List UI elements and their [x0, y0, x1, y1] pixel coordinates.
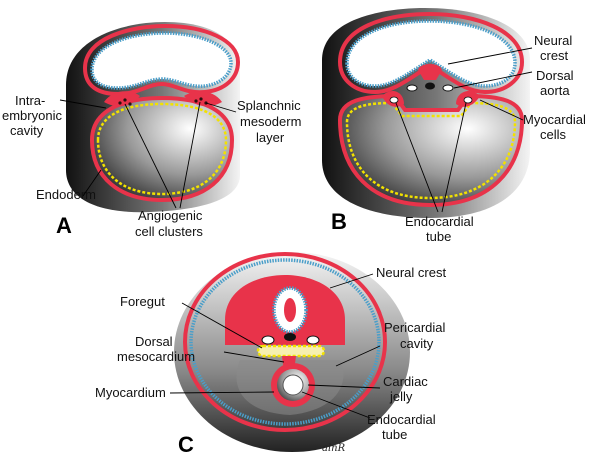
label-b-neural-crest-1: Neural — [534, 33, 572, 48]
panel-b-cavity — [340, 96, 522, 205]
label-endoderm: Endoderm — [36, 187, 96, 202]
panel-b-dorsal-aorta-right — [442, 84, 454, 92]
panel-b-mesoderm-arch — [337, 11, 525, 95]
panel-b-letter: B — [331, 209, 347, 234]
label-c-dorsal-meso-1: Dorsal — [135, 334, 173, 349]
panel-b-endocardial-tube-right — [463, 96, 473, 104]
label-splanchnic-mesoderm-3: layer — [256, 130, 285, 145]
panel-a-ectoderm-arch — [90, 31, 233, 90]
panel-b-neural-groove — [418, 64, 442, 80]
label-c-myocardium: Myocardium — [95, 385, 166, 400]
label-b-myocardial-2: cells — [540, 127, 567, 142]
label-b-endocardial-2: tube — [426, 229, 451, 244]
label-c-cardiac-jelly-2: jelly — [389, 389, 413, 404]
panel-a-endoderm-layer — [96, 102, 228, 196]
label-b-dorsal-aorta-2: aorta — [540, 83, 570, 98]
label-c-endocardial-1: Endocardial — [367, 412, 436, 427]
label-b-endocardial-1: Endocardial — [405, 214, 474, 229]
panel-c-neural-lumen — [284, 298, 296, 322]
panel-b-notochord — [425, 82, 435, 90]
panel-b-endoderm-wall — [345, 101, 517, 200]
label-b-myocardial-1: Myocardial — [523, 112, 586, 127]
label-c-endocardial-2: tube — [382, 427, 407, 442]
artist-signature: alnR — [322, 443, 346, 454]
panel-c-endocardial-tube — [282, 374, 304, 396]
panel-b — [322, 8, 530, 218]
panel-a-angiogenic-clusters — [118, 97, 208, 106]
panel-c-letter: C — [178, 432, 194, 457]
label-c-cardiac-jelly-1: Cardiac — [383, 374, 428, 389]
panel-a-letter: A — [56, 213, 72, 238]
labels: Intra- embryonic cavity Splanchnic mesod… — [2, 33, 586, 457]
panel-b-ectoderm-arch — [345, 19, 517, 88]
label-c-foregut: Foregut — [120, 294, 165, 309]
label-b-dorsal-aorta-1: Dorsal — [536, 68, 574, 83]
panel-a-lateral-mesoderm-left — [104, 91, 140, 107]
label-splanchnic-mesoderm-1: Splanchnic — [237, 98, 301, 113]
label-intraembryonic-cavity-1: Intra- — [15, 93, 45, 108]
label-c-pericardial-1: Pericardial — [384, 320, 446, 335]
label-splanchnic-mesoderm-2: mesoderm — [240, 114, 301, 129]
panel-a — [66, 22, 241, 213]
panel-c-outer-ectoderm — [189, 258, 381, 426]
label-intraembryonic-cavity-2: embryonic — [2, 108, 62, 123]
label-c-neural-crest: Neural crest — [376, 265, 446, 280]
label-c-pericardial-2: cavity — [400, 336, 434, 351]
label-intraembryonic-cavity-3: cavity — [10, 123, 44, 138]
panel-b-dorsal-aorta-left — [406, 84, 418, 92]
label-b-neural-crest-2: crest — [540, 48, 569, 63]
leader-lines — [59, 47, 533, 419]
label-angiogenic-2: cell clusters — [135, 224, 203, 239]
panel-c-notochord — [284, 333, 296, 341]
panel-c-outer-mesoderm — [183, 252, 387, 432]
panel-c-foregut — [256, 344, 326, 358]
panel-a-yolk-sac — [92, 98, 232, 200]
label-angiogenic-1: Angiogenic — [138, 208, 203, 223]
panel-b-endocardial-tube-left — [389, 96, 399, 104]
label-c-dorsal-meso-2: mesocardium — [117, 349, 195, 364]
panel-c-dorsal-aorta-left — [261, 335, 275, 345]
panel-a-lateral-mesoderm-right — [184, 91, 222, 107]
panel-c-dorsal-aorta-right — [306, 335, 320, 345]
panel-c — [174, 252, 410, 452]
